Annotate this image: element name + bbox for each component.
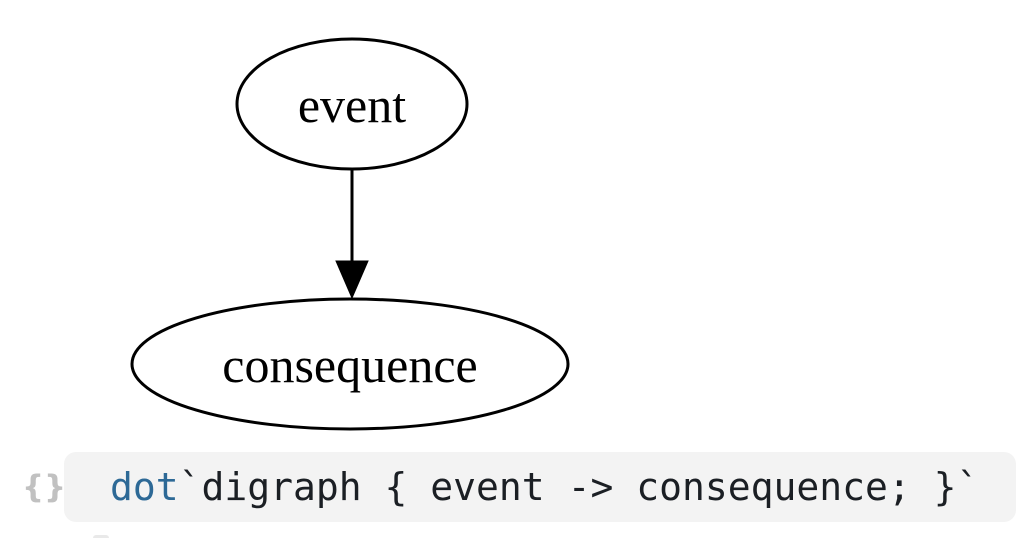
curly-braces-icon[interactable]: {} (21, 469, 67, 505)
arrowhead-icon (335, 260, 369, 300)
code-editor[interactable]: dot`digraph { event -> consequence; }` (64, 452, 1016, 522)
code-cell-row: {} dot`digraph { event -> consequence; }… (0, 452, 1020, 522)
cropped-element-below (93, 535, 109, 538)
digraph-diagram: event consequence (130, 37, 570, 431)
node-event-label: event (298, 77, 406, 133)
code-source: `digraph { event -> consequence; }` (178, 465, 980, 509)
node-consequence-label: consequence (222, 337, 477, 393)
code-line: dot`digraph { event -> consequence; }` (110, 468, 979, 506)
node-consequence-ellipse (130, 297, 570, 431)
node-event-ellipse (235, 37, 469, 171)
code-keyword: dot (110, 465, 179, 509)
